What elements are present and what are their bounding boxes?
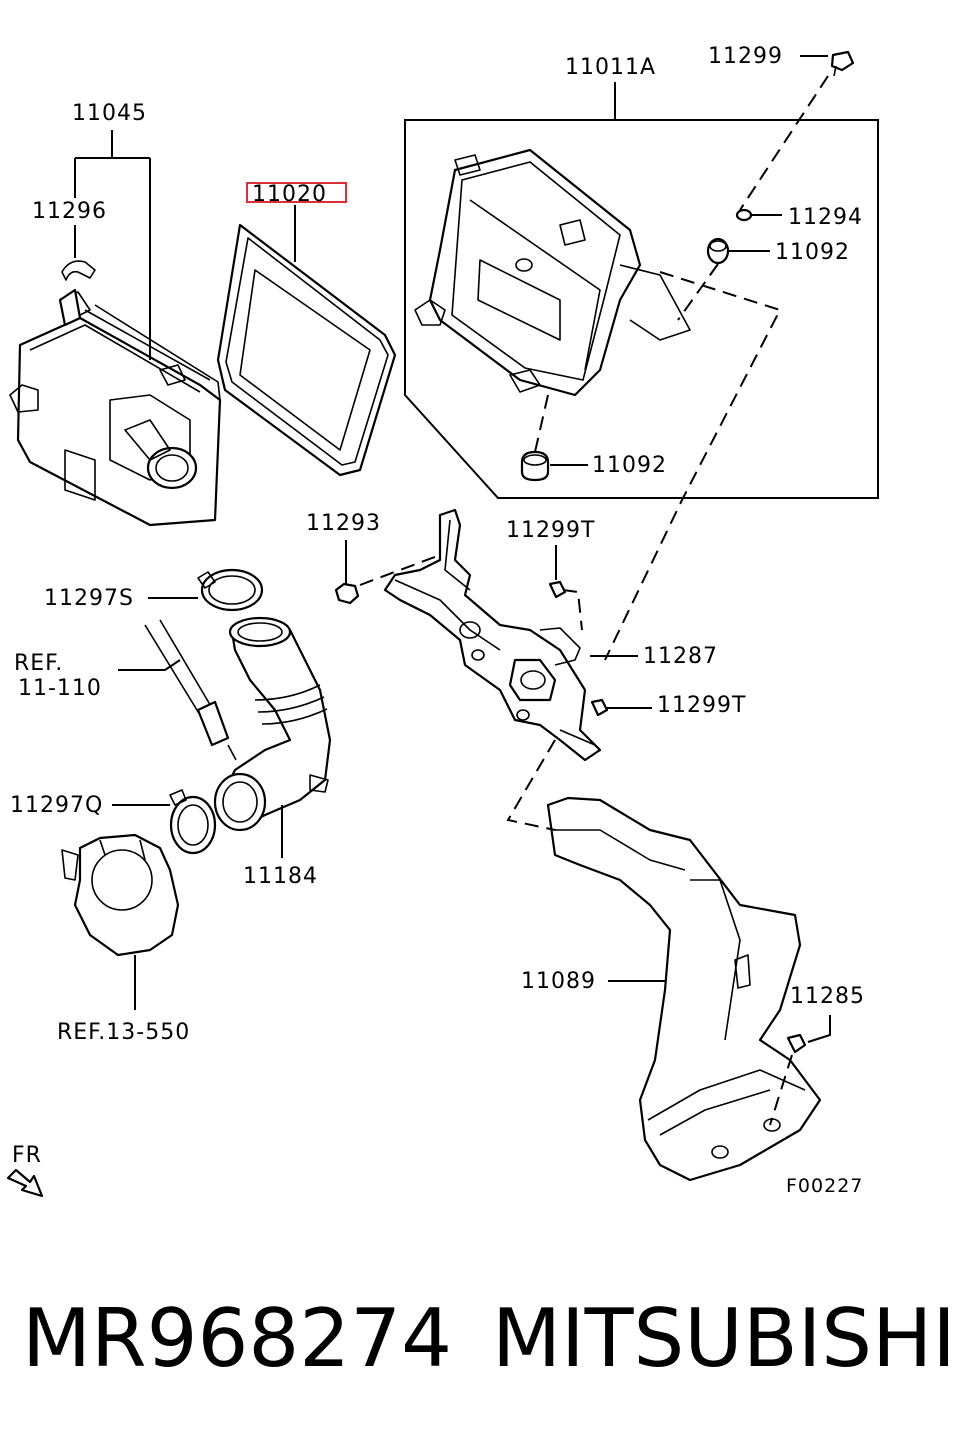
label-11297Q: 11297Q [10,793,103,818]
air-filter-element [216,223,397,477]
caption-brand: MITSUBISHI [492,1292,956,1385]
highlight-box-11020 [246,182,347,203]
label-11287: 11287 [643,644,718,669]
label-11294: 11294 [788,205,863,230]
label-11045: 11045 [72,101,147,126]
label-11092-lower: 11092 [592,453,667,478]
caption-part-number: MR968274 [22,1292,452,1385]
air-duct-11089 [546,796,822,1182]
clamp-11297S [197,568,264,612]
label-figure-code: F00227 [786,1175,863,1197]
label-11020: 11020 [252,182,327,207]
label-11092-upper: 11092 [775,240,850,265]
washer-11294 [735,208,753,222]
label-11293: 11293 [306,511,381,536]
label-11297S: 11297S [44,586,134,611]
label-11089: 11089 [521,969,596,994]
bolt-11299T-lower [590,698,609,717]
label-11296: 11296 [32,199,107,224]
front-direction-arrow [6,1168,44,1198]
assembly-box-11011A [404,119,879,499]
label-fr: FR [12,1143,42,1168]
label-ref-13-550: REF.13-550 [57,1020,190,1045]
bolt-11299T-upper [548,580,567,599]
clip-11285 [786,1033,807,1054]
bracket-11287 [383,508,602,762]
label-ref-line1: REF. [14,651,63,676]
air-cleaner-case [9,288,222,527]
ref-hose-11-110 [144,619,237,761]
ref-throttle-body [61,833,180,957]
clamp-11297Q [169,789,217,855]
label-11299T-lower: 11299T [657,693,746,718]
label-11011A: 11011A [565,55,656,80]
bolt-11299 [830,50,855,77]
air-hose-11184 [213,616,332,832]
label-ref-line2: 11-110 [18,676,102,701]
label-11184: 11184 [243,864,318,889]
label-11285: 11285 [790,984,865,1009]
label-11299T-upper: 11299T [506,518,595,543]
grommet-11092-lower [520,450,550,482]
dashed-assembly-lines [359,75,829,1126]
clip-11296 [61,260,96,281]
leader-lines [74,55,831,1043]
label-11299: 11299 [708,44,783,69]
grommet-11092-upper [706,237,730,265]
nut-11293 [334,582,360,605]
